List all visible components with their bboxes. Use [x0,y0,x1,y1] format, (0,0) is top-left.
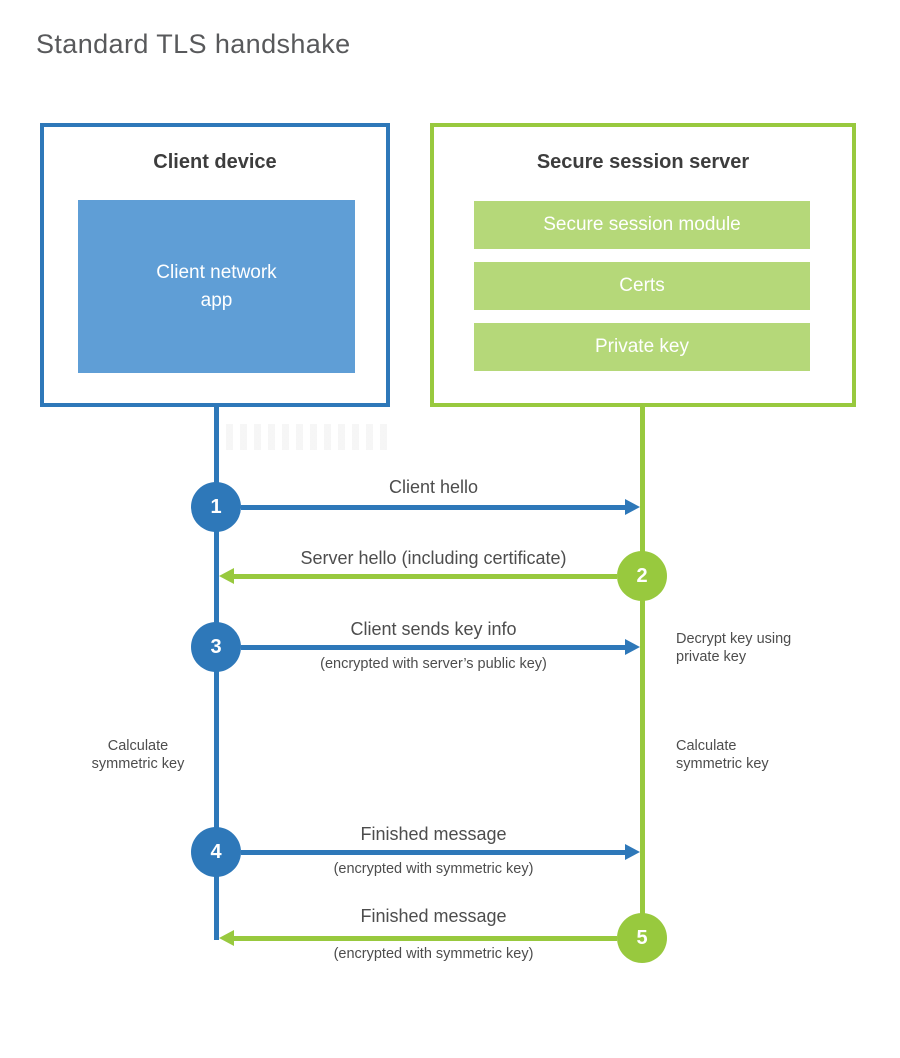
note-decrypt-key: Decrypt key using private key [676,631,792,665]
arrow-head-left-icon [219,568,234,584]
message-sublabel: (encrypted with symmetric key) [333,861,534,877]
arrow-server-to-client [219,568,617,584]
server-lifeline [640,407,645,938]
server-module-secure-session: Secure session module [474,201,810,249]
arrow-head-right-icon [625,844,640,860]
message-label: Finished message [360,824,507,844]
arrow-head-left-icon [219,930,234,946]
arrow-head-right-icon [625,639,640,655]
secure-session-server-box: Secure session server Secure session mod… [430,123,856,407]
message-label: Client sends key info [350,619,517,639]
client-device-title: Client device [153,151,277,173]
client-network-app-box: Client network app [78,200,355,373]
secure-session-server-title: Secure session server [536,151,750,173]
message-label: Server hello (including certificate) [300,548,567,568]
client-device-box: Client device Client network app [40,123,390,407]
server-module-private-key: Private key [474,323,810,371]
arrow-client-to-server [241,844,640,860]
server-module-certs: Certs [474,262,810,310]
arrow-shaft [241,504,627,510]
step-circle-5: 5 [617,913,667,963]
note-calculate-symmetric-key-server: Calculate symmetric key [676,738,769,772]
message-sublabel: (encrypted with server’s public key) [320,656,547,672]
arrow-shaft [232,573,617,579]
arrow-client-to-server [241,499,640,515]
faint-erased-text-artifact [226,424,391,450]
arrow-shaft [232,935,617,941]
page-title: Standard TLS handshake [36,29,351,59]
arrow-head-right-icon [625,499,640,515]
step-circle-3: 3 [191,622,241,672]
step-circle-2: 2 [617,551,667,601]
message-label: Finished message [360,906,507,926]
message-sublabel: (encrypted with symmetric key) [333,946,534,962]
client-lifeline [214,407,219,940]
arrow-server-to-client [219,930,617,946]
message-label: Client hello [388,477,479,497]
arrow-shaft [241,644,627,650]
note-calculate-symmetric-key-client: Calculate symmetric key [91,738,185,772]
arrow-client-to-server [241,639,640,655]
step-circle-4: 4 [191,827,241,877]
arrow-shaft [241,849,627,855]
step-circle-1: 1 [191,482,241,532]
